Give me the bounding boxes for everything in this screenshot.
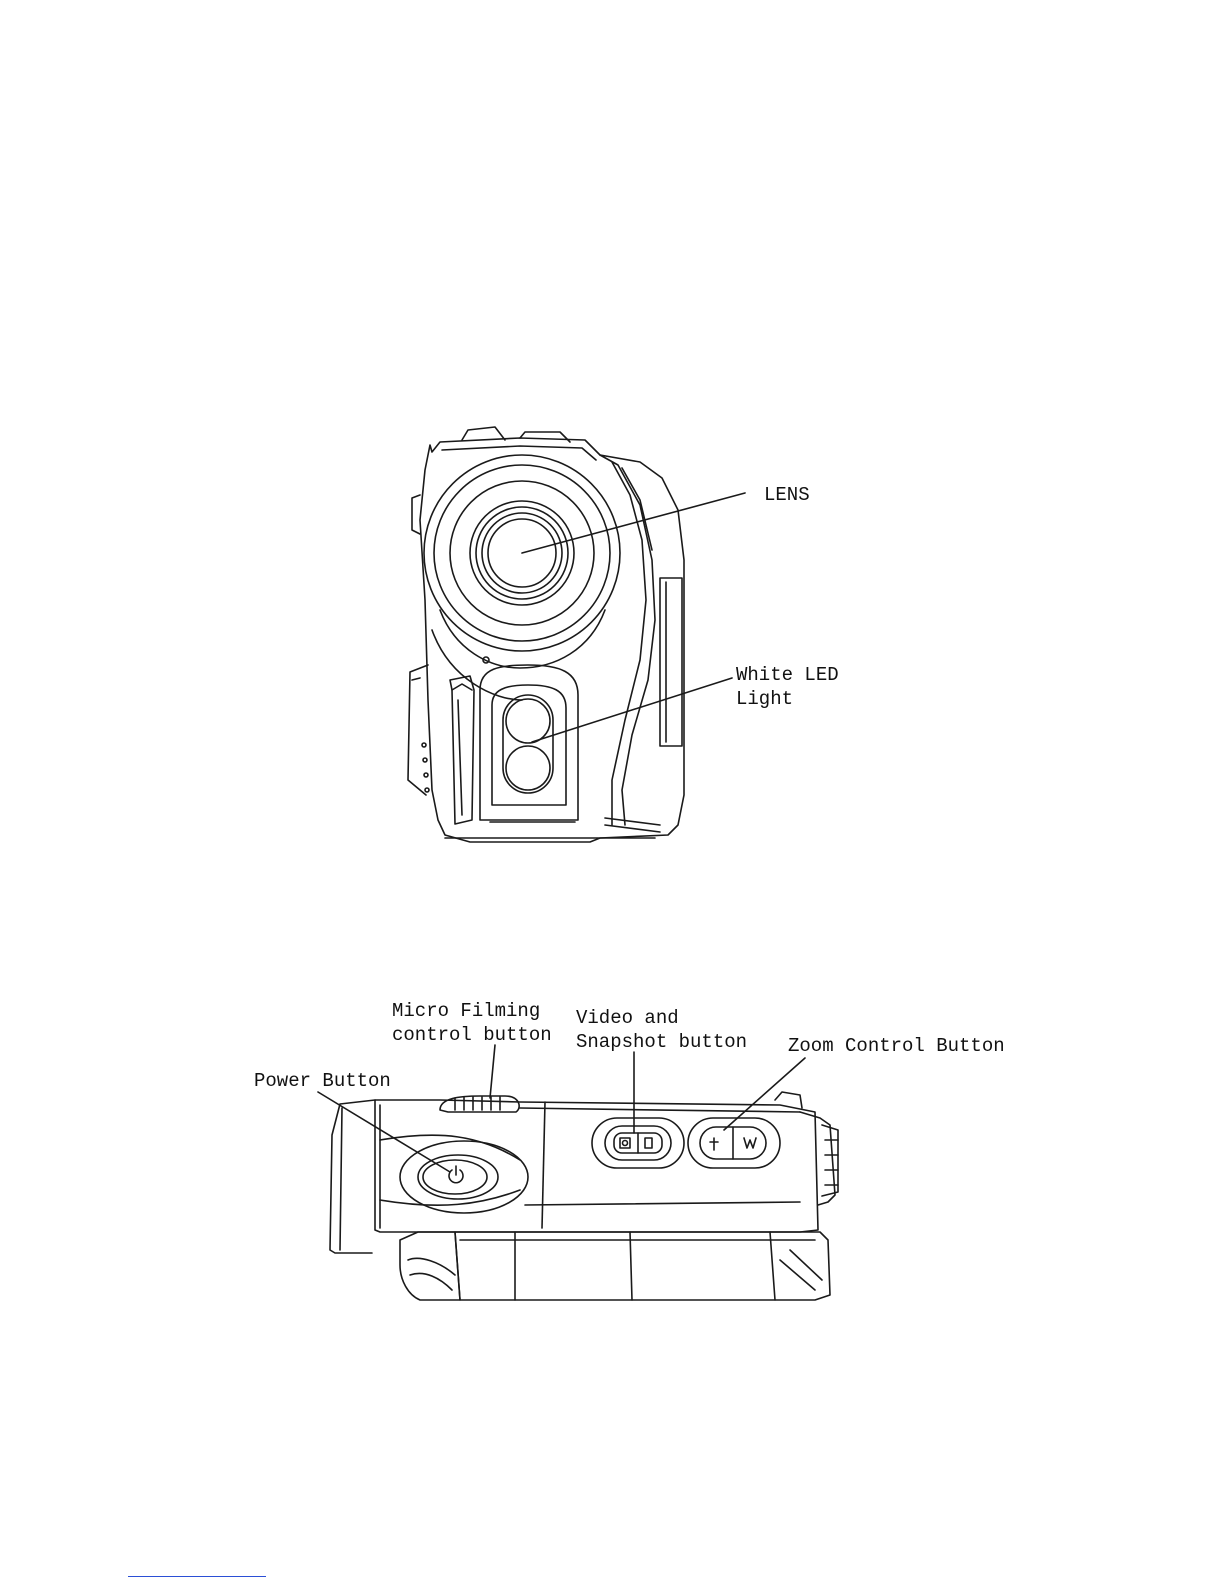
front-body-outline	[420, 438, 684, 842]
video-snapshot-label-line2: Snapshot button	[576, 1031, 747, 1053]
micro-filming-leader-line	[490, 1045, 495, 1098]
power-button-housing	[400, 1141, 528, 1213]
white-led-light	[480, 665, 578, 822]
micro-filming-label-line2: control button	[392, 1024, 552, 1046]
front-side-panel	[660, 578, 682, 746]
white-led-label-line2: Light	[736, 688, 793, 710]
zoom-control-button	[688, 1118, 780, 1168]
flip-panel	[455, 1232, 830, 1300]
footer-rule	[128, 1576, 266, 1577]
lens-leader-line	[522, 493, 745, 553]
lens-label: LENS	[764, 484, 810, 506]
white-led-label-line1: White LED	[736, 664, 839, 686]
micro-filming-label-line1: Micro Filming	[392, 1000, 540, 1022]
micro-filming-slider	[440, 1096, 519, 1112]
power-button-label: Power Button	[254, 1070, 391, 1092]
camcorder-top-view	[318, 1045, 838, 1300]
video-snapshot-label-line1: Video and	[576, 1007, 679, 1029]
power-button	[423, 1160, 487, 1194]
video-snapshot-button	[592, 1118, 684, 1168]
power-leader-line	[318, 1092, 450, 1172]
zoom-control-label: Zoom Control Button	[788, 1035, 1005, 1057]
camcorder-front-view	[408, 427, 745, 842]
